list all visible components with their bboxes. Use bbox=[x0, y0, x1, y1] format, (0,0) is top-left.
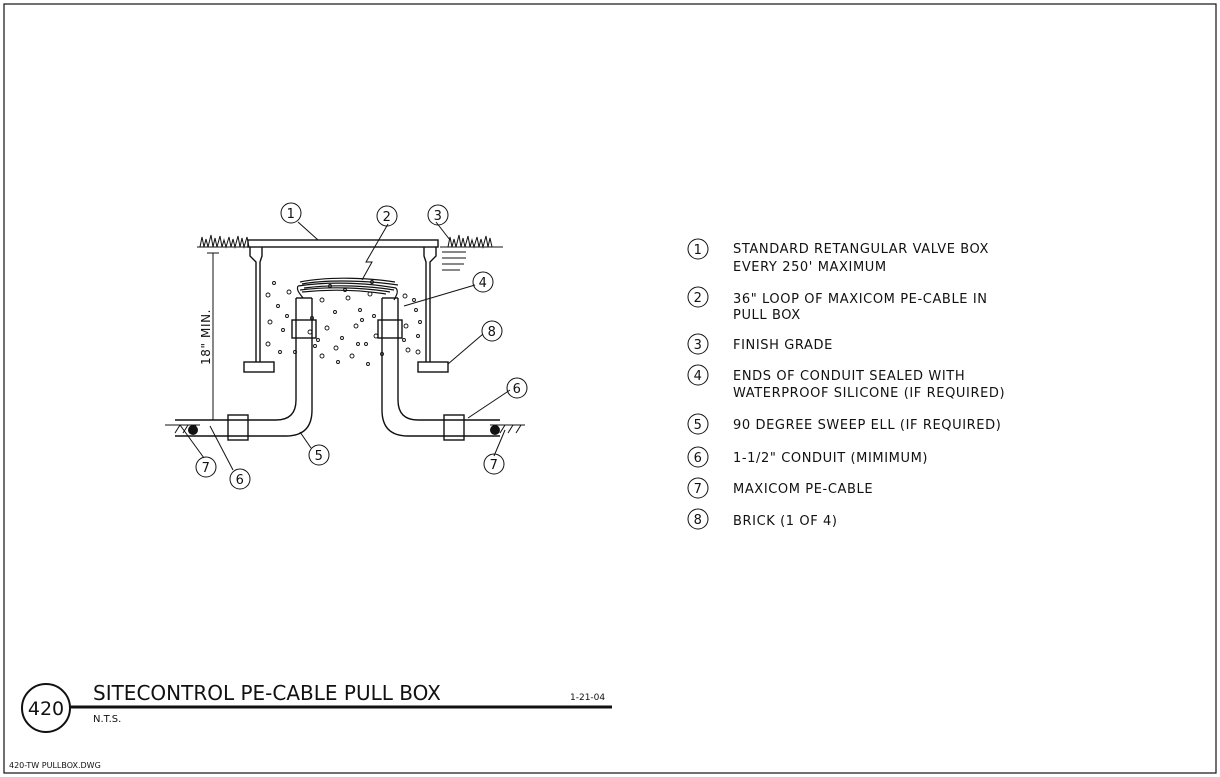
legend-item-4: 4 ENDS OF CONDUIT SEALED WITH WATERPROOF… bbox=[687, 364, 1005, 401]
svg-text:1: 1 bbox=[287, 207, 296, 222]
svg-text:8: 8 bbox=[694, 513, 703, 528]
right-conduit bbox=[377, 297, 500, 441]
svg-text:8: 8 bbox=[488, 325, 497, 340]
brick-right bbox=[417, 361, 449, 373]
callout-7-right: 7 bbox=[483, 453, 505, 475]
legend: 1 STANDARD RETANGULAR VALVE BOX EVERY 25… bbox=[687, 238, 1005, 530]
legend-item-8: 8 BRICK (1 OF 4) bbox=[687, 508, 838, 530]
dimension-18-min bbox=[207, 252, 219, 421]
cable-end-right bbox=[490, 425, 500, 435]
cable-loop bbox=[296, 277, 399, 301]
callout-5: 5 bbox=[308, 444, 330, 466]
valve-box-walls bbox=[249, 247, 437, 362]
svg-text:6: 6 bbox=[513, 382, 522, 397]
legend-item-6: 6 1-1/2" CONDUIT (MIMIMUM) bbox=[687, 446, 928, 468]
svg-text:2: 2 bbox=[383, 210, 392, 225]
svg-text:7: 7 bbox=[694, 482, 703, 497]
legend-item-2: 2 36" LOOP OF MAXICOM PE-CABLE IN PULL B… bbox=[687, 286, 988, 323]
callout-6-right: 6 bbox=[506, 377, 528, 399]
legend-5-line-1: 90 DEGREE SWEEP ELL (IF REQUIRED) bbox=[733, 418, 1001, 433]
brick-left bbox=[243, 361, 275, 373]
svg-text:6: 6 bbox=[236, 473, 245, 488]
legend-1-line-1: STANDARD RETANGULAR VALVE BOX bbox=[733, 242, 989, 257]
detail-number: 420 bbox=[28, 698, 64, 720]
svg-text:1: 1 bbox=[694, 243, 703, 258]
svg-text:7: 7 bbox=[202, 461, 211, 476]
grass-left bbox=[197, 234, 250, 249]
svg-text:5: 5 bbox=[694, 418, 703, 433]
left-conduit bbox=[175, 297, 317, 441]
legend-6-line-1: 1-1/2" CONDUIT (MIMIMUM) bbox=[733, 451, 928, 466]
legend-item-3: 3 FINISH GRADE bbox=[687, 333, 833, 355]
dimension-label: 18" MIN. bbox=[199, 309, 213, 365]
legend-1-line-2: EVERY 250' MAXIMUM bbox=[733, 260, 887, 275]
svg-text:4: 4 bbox=[479, 276, 488, 291]
legend-item-1: 1 STANDARD RETANGULAR VALVE BOX EVERY 25… bbox=[687, 238, 989, 275]
legend-2-line-2: PULL BOX bbox=[733, 308, 801, 323]
legend-item-7: 7 MAXICOM PE-CABLE bbox=[687, 477, 873, 499]
legend-3-line-1: FINISH GRADE bbox=[733, 338, 833, 353]
callout-4: 4 bbox=[472, 271, 494, 293]
drawing-filename: 420-TW PULLBOX.DWG bbox=[9, 761, 101, 770]
sheet-border bbox=[3, 3, 1217, 774]
legend-2-line-1: 36" LOOP OF MAXICOM PE-CABLE IN bbox=[733, 292, 988, 307]
svg-text:2: 2 bbox=[694, 291, 703, 306]
svg-text:6: 6 bbox=[694, 451, 703, 466]
callout-3: 3 bbox=[427, 204, 449, 226]
callout-7-left: 7 bbox=[195, 456, 217, 478]
grass-right bbox=[440, 234, 503, 271]
drawing-title: SITECONTROL PE-CABLE PULL BOX bbox=[93, 681, 441, 705]
legend-4-line-2: WATERPROOF SILICONE (IF REQUIRED) bbox=[733, 386, 1005, 401]
callout-6-left: 6 bbox=[229, 468, 251, 490]
legend-8-line-1: BRICK (1 OF 4) bbox=[733, 514, 838, 529]
legend-item-5: 5 90 DEGREE SWEEP ELL (IF REQUIRED) bbox=[687, 413, 1001, 435]
callout-2: 2 bbox=[376, 205, 398, 227]
callout-8: 8 bbox=[481, 320, 503, 342]
title-block: 420 SITECONTROL PE-CABLE PULL BOX N.T.S.… bbox=[9, 681, 612, 770]
legend-7-line-1: MAXICOM PE-CABLE bbox=[733, 482, 873, 497]
svg-text:5: 5 bbox=[315, 449, 324, 464]
callout-leaders bbox=[179, 221, 511, 471]
valve-box-lid bbox=[247, 239, 439, 248]
callout-1: 1 bbox=[280, 202, 302, 224]
svg-text:3: 3 bbox=[434, 209, 443, 224]
svg-text:4: 4 bbox=[694, 369, 703, 384]
legend-4-line-1: ENDS OF CONDUIT SEALED WITH bbox=[733, 369, 965, 384]
svg-text:7: 7 bbox=[490, 458, 499, 473]
pull-box-detail: 18" MIN. 1 2 3 4 bbox=[165, 202, 528, 490]
trench-lines bbox=[165, 424, 525, 434]
scale-note: N.T.S. bbox=[93, 714, 121, 725]
svg-text:3: 3 bbox=[694, 338, 703, 353]
drawing-date: 1-21-04 bbox=[570, 693, 605, 703]
